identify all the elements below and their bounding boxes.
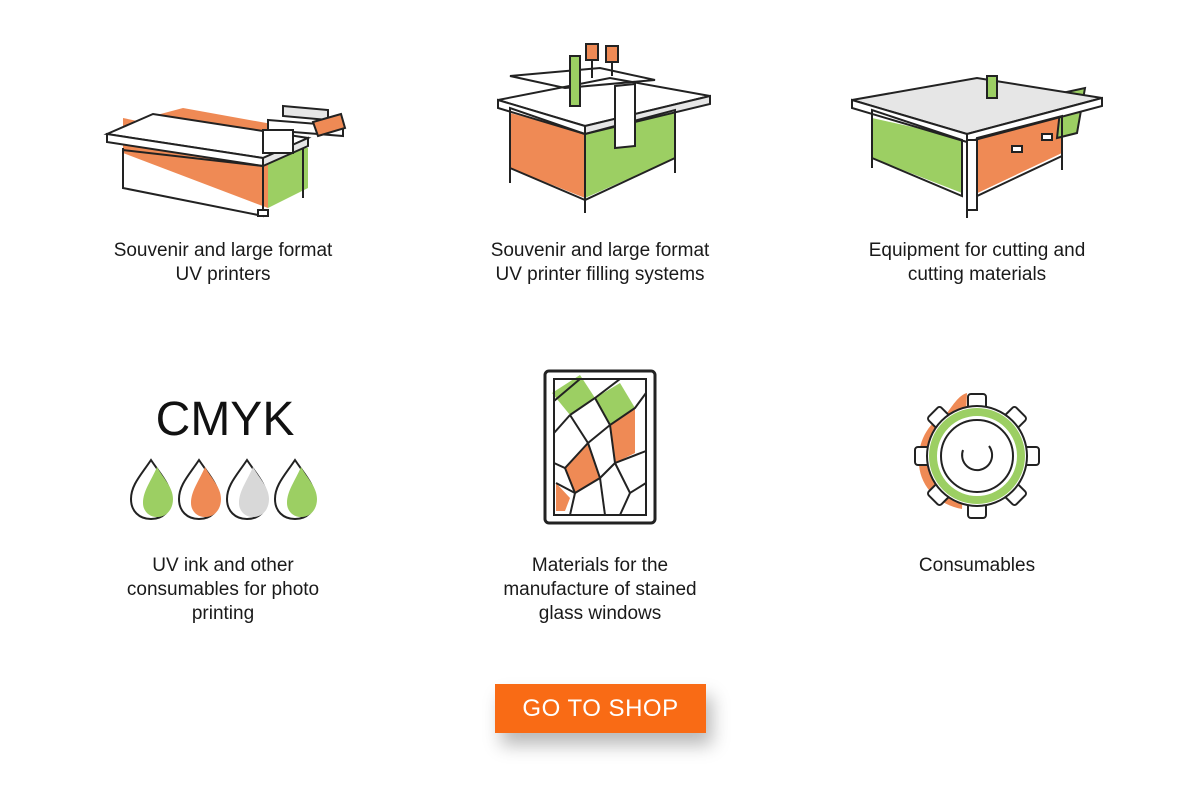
ink-drop-orange-icon	[177, 458, 221, 521]
category-label: Souvenir and large format UV printers	[113, 240, 333, 285]
category-card-stained-glass[interactable]: Materials for the manufacture of stained…	[470, 353, 730, 624]
gear-icon	[914, 393, 1040, 519]
ink-drop-grey-icon	[225, 458, 269, 521]
category-label: Materials for the manufacture of stained…	[503, 555, 697, 624]
category-card-cutting-equipment[interactable]: Equipment for cutting and cutting materi…	[847, 38, 1107, 285]
category-card-uv-ink[interactable]: CMYK UV ink and other consumables for ph…	[93, 353, 353, 624]
ink-drop-green-2-icon	[273, 458, 317, 521]
cmyk-text: CMYK	[156, 393, 295, 446]
category-label: Equipment for cutting and cutting materi…	[868, 240, 1086, 285]
stained-glass-icon	[543, 369, 657, 525]
category-label: Souvenir and large format UV printer fil…	[490, 240, 710, 285]
ink-drop-green-icon	[129, 458, 173, 521]
category-label: Consumables	[918, 555, 1036, 576]
uv-printer-icon	[103, 104, 347, 218]
category-label: UV ink and other consumables for photo p…	[126, 555, 320, 624]
go-to-shop-button[interactable]: GO TO SHOP	[495, 684, 706, 733]
filling-system-icon	[497, 43, 711, 213]
cmyk-ink-drops-icon: CMYK	[129, 393, 317, 521]
cutting-table-icon	[851, 75, 1103, 218]
category-card-consumables[interactable]: Consumables	[847, 353, 1107, 576]
category-card-uv-printers[interactable]: Souvenir and large format UV printers	[93, 38, 353, 285]
category-card-filling-systems[interactable]: Souvenir and large format UV printer fil…	[470, 38, 730, 285]
